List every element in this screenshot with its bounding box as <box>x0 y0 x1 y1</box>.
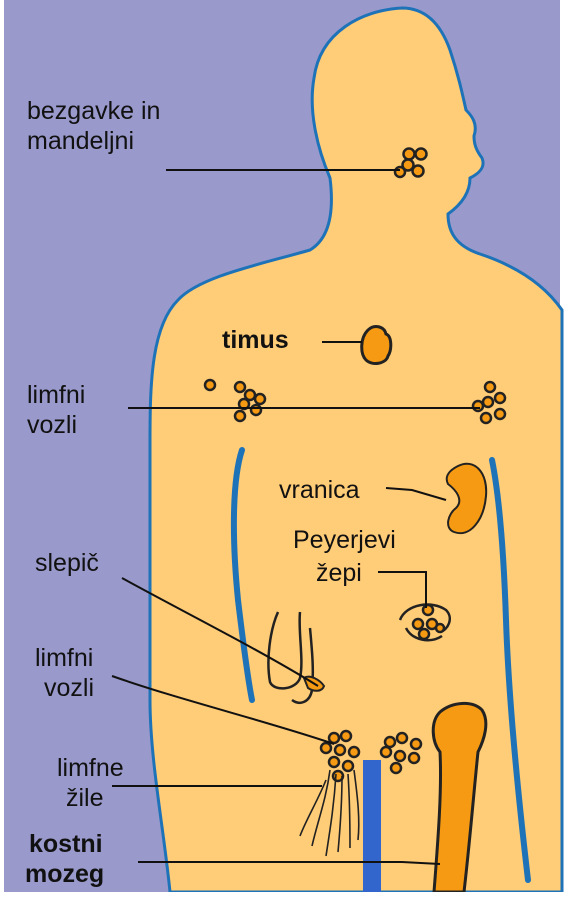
tonsils-label-line2: mandeljni <box>27 127 134 156</box>
node-dot <box>235 382 245 392</box>
node-dot <box>335 745 345 755</box>
node-dot <box>341 731 351 741</box>
node-dot <box>495 393 505 403</box>
node-dot <box>329 757 339 767</box>
node-dot <box>251 405 261 415</box>
node-dot <box>473 401 483 411</box>
node-dot <box>397 733 407 743</box>
node-dot <box>255 394 265 404</box>
node-dot <box>205 380 215 390</box>
tonsils-label-line1: bezgavke in <box>27 97 160 126</box>
central-vessel <box>363 760 381 892</box>
node-dot <box>485 382 495 392</box>
appendix-label: slepič <box>35 549 99 578</box>
node-dot <box>413 166 424 177</box>
node-dot <box>481 413 491 423</box>
bone-marrow-label-line2: mozeg <box>25 860 104 889</box>
node-dot <box>395 751 405 761</box>
node-dot <box>483 397 493 407</box>
node-dot <box>385 737 395 747</box>
node-dot <box>391 763 401 773</box>
node-dot <box>349 747 359 757</box>
node-dot <box>413 619 423 629</box>
node-dot <box>381 747 391 757</box>
bone-marrow-label-line1: kostni <box>29 830 103 859</box>
node-dot <box>395 167 405 177</box>
peyer-label-line2: žepi <box>316 559 362 588</box>
node-dot <box>404 149 415 160</box>
spleen-label: vranica <box>279 476 360 505</box>
node-dot <box>416 149 427 160</box>
vessels-label-line1: limfne <box>57 754 124 783</box>
node-dot <box>419 629 429 639</box>
node-dot <box>321 743 331 753</box>
node-dot <box>329 733 339 743</box>
thymus-label: timus <box>222 326 289 355</box>
node-dot <box>495 409 505 419</box>
node-dot <box>411 739 421 749</box>
lower-nodes-label-line1: limfni <box>35 644 93 673</box>
lower-nodes-label-line2: vozli <box>44 674 94 703</box>
thymus-organ <box>362 327 391 364</box>
node-dot <box>343 761 353 771</box>
upper-nodes-label-line2: vozli <box>27 411 77 440</box>
peyer-label-line1: Peyerjevi <box>293 526 396 555</box>
vessels-label-line2: žile <box>66 784 104 813</box>
node-dot <box>423 605 433 615</box>
node-dot <box>436 624 444 632</box>
node-dot <box>235 411 245 421</box>
upper-nodes-label-line1: limfni <box>27 381 85 410</box>
node-dot <box>409 753 419 763</box>
